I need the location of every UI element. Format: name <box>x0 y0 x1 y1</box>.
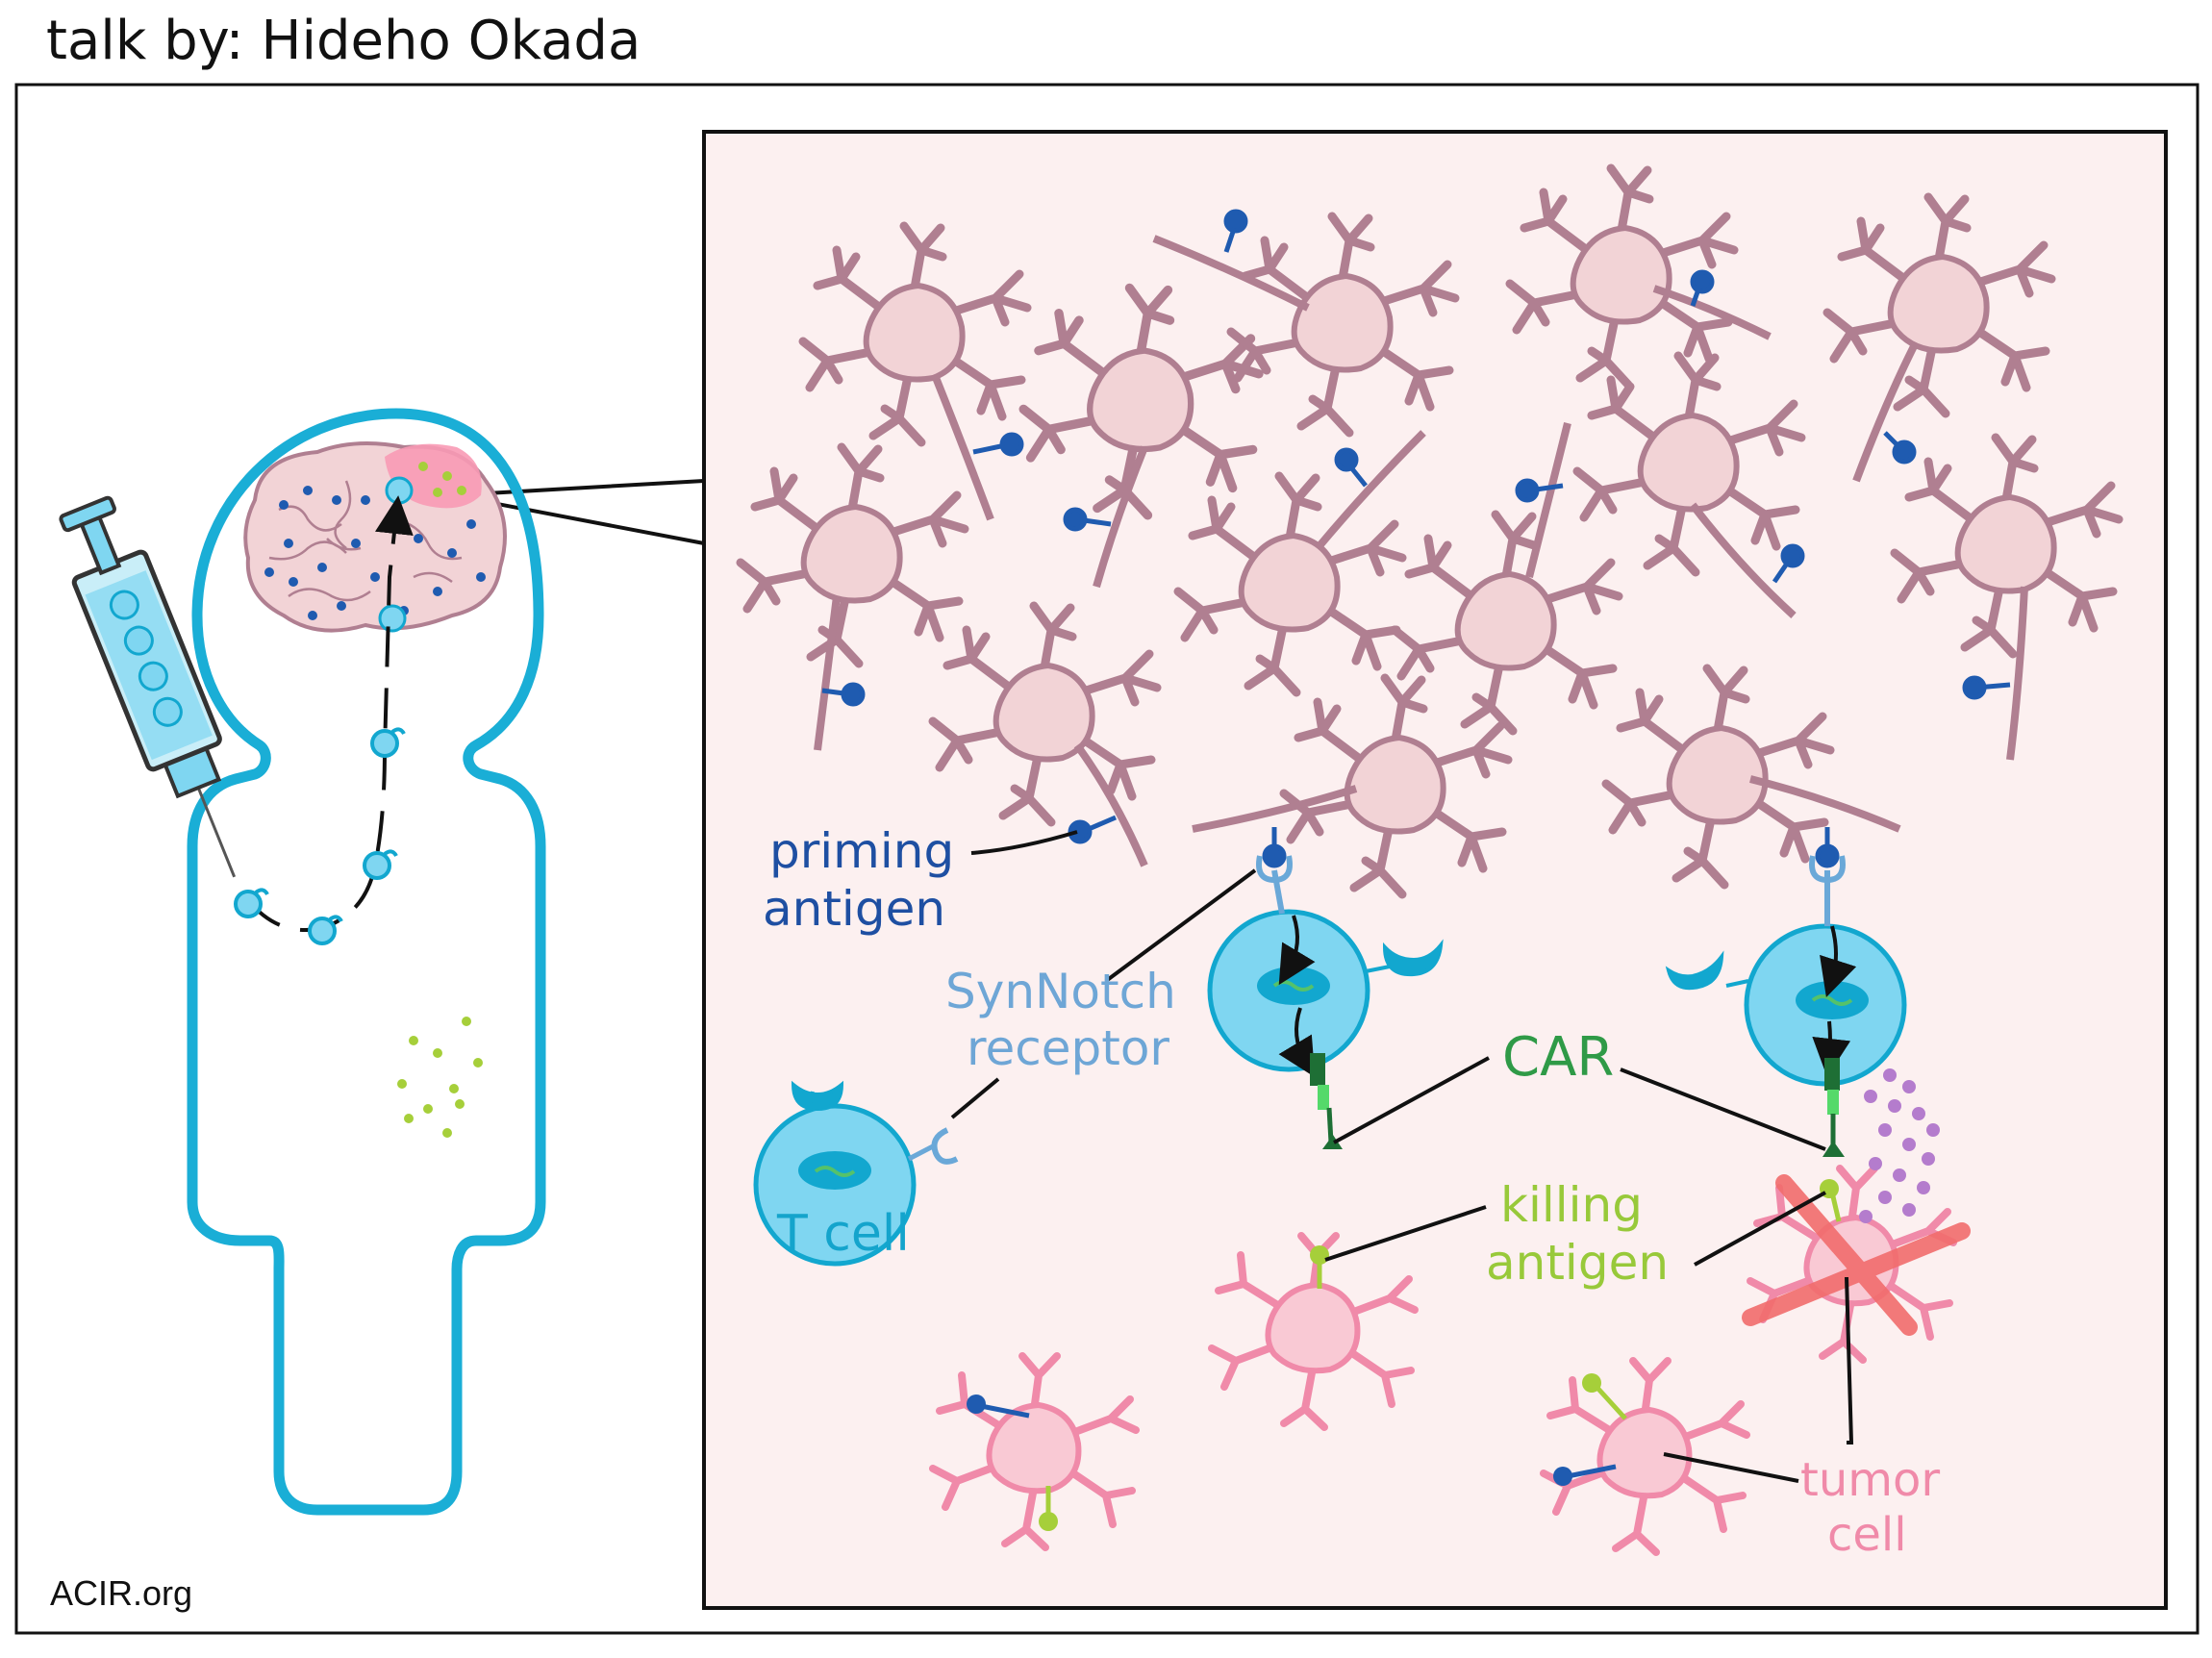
outer-frame <box>14 83 2199 1635</box>
t-cell-migration-arrow <box>246 495 414 933</box>
priming-antigens <box>821 209 2011 868</box>
body-green-dots <box>397 1017 483 1138</box>
label-killing-2: antigen <box>1486 1235 1669 1291</box>
tumor-antigens <box>967 1179 1842 1531</box>
label-priming-2: antigen <box>763 881 945 937</box>
syringe-icon <box>59 495 237 878</box>
label-tumor-2: cell <box>1827 1508 1907 1562</box>
primed-t-cell-2 <box>1665 855 1907 1157</box>
label-killing-1: killing <box>1500 1177 1643 1233</box>
label-car: CAR <box>1502 1026 1614 1089</box>
label-tumor-1: tumor <box>1800 1453 1940 1507</box>
label-synnotch-2: receptor <box>967 1020 1169 1076</box>
label-synnotch-1: SynNotch <box>945 964 1176 1019</box>
t-cell-icon <box>753 1080 959 1267</box>
primed-t-cell-1 <box>1207 855 1444 1149</box>
purple-dots <box>1859 1051 1940 1223</box>
talk-title: talk by: Hideho Okada <box>46 10 641 72</box>
cross-icon <box>1742 1174 1971 1336</box>
axons <box>814 235 2028 867</box>
label-priming-1: priming <box>769 823 954 879</box>
brain-icon <box>243 441 507 633</box>
label-t-cell: T cell <box>776 1205 910 1263</box>
human-body-outline <box>187 408 546 1516</box>
leader-lines <box>950 830 1854 1483</box>
source-footer: ACIR.org <box>50 1573 193 1613</box>
